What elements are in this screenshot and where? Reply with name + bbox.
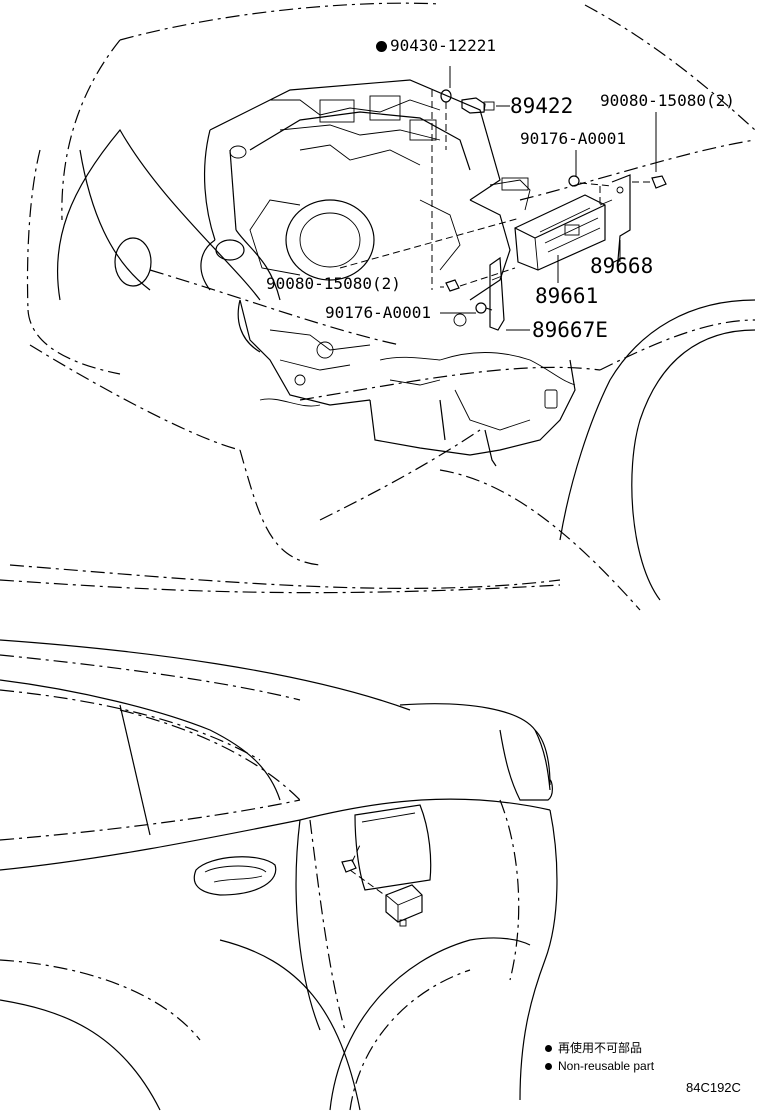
bracket-89668: [599, 174, 631, 264]
label-89422: 89422: [510, 94, 574, 118]
label-90080-15080-mid: 90080-15080(2): [266, 274, 401, 293]
fasteners: [440, 89, 667, 314]
label-90430-12221: 90430-12221: [376, 38, 496, 54]
engine-assembly: [200, 79, 576, 467]
label-90176-a0001-mid: 90176-A0001: [325, 303, 431, 322]
label-90176-a0001-top: 90176-A0001: [520, 129, 626, 148]
non-reusable-marker-icon: [376, 41, 387, 52]
label-89667e: 89667E: [532, 318, 608, 342]
label-89668: 89668: [590, 254, 654, 278]
legend-japanese: 再使用不可部品: [545, 1042, 642, 1054]
bracket-89667e: [489, 256, 505, 331]
label-90080-15080-top: 90080-15080(2): [600, 91, 735, 110]
legend-dot-icon: [545, 1063, 552, 1070]
leader-lines: [339, 66, 657, 331]
vehicle-rear-outline: [0, 564, 561, 1111]
label-89661: 89661: [535, 284, 599, 308]
ecu-module-89661: [514, 194, 606, 271]
legend-dot-icon: [545, 1045, 552, 1052]
legend-english: Non-reusable part: [545, 1060, 654, 1072]
figure-code: 84C192C: [686, 1080, 741, 1095]
